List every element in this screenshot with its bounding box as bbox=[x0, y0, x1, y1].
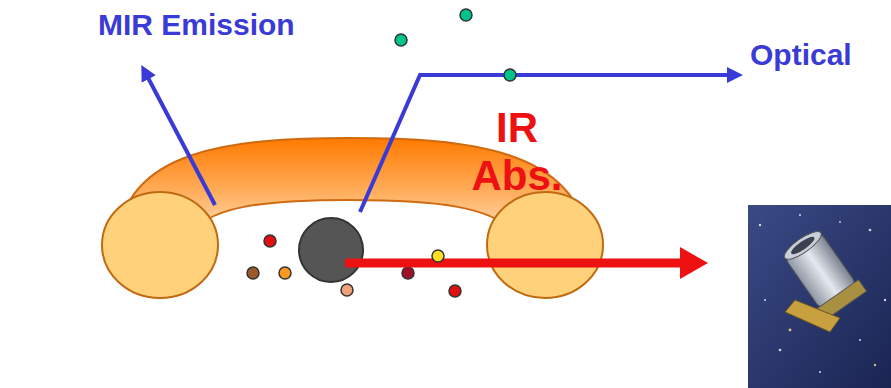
mir-leader bbox=[145, 72, 215, 205]
optical-label: Optical bbox=[750, 38, 852, 73]
central-engine bbox=[299, 218, 363, 282]
torus-left-end bbox=[102, 192, 218, 298]
upper-cloud-dots bbox=[395, 9, 472, 46]
ir-arrow-head bbox=[680, 247, 708, 279]
torus-right-end bbox=[487, 192, 603, 298]
satellite-picture bbox=[748, 205, 891, 388]
emission-label: MIR Emission bbox=[98, 8, 295, 43]
optical-leader bbox=[360, 75, 735, 212]
cloud-dot bbox=[432, 250, 444, 262]
cloud-dot bbox=[504, 69, 516, 81]
absorption-label: IR Abs. bbox=[462, 104, 572, 201]
ir-arrow-shaft bbox=[345, 259, 682, 268]
